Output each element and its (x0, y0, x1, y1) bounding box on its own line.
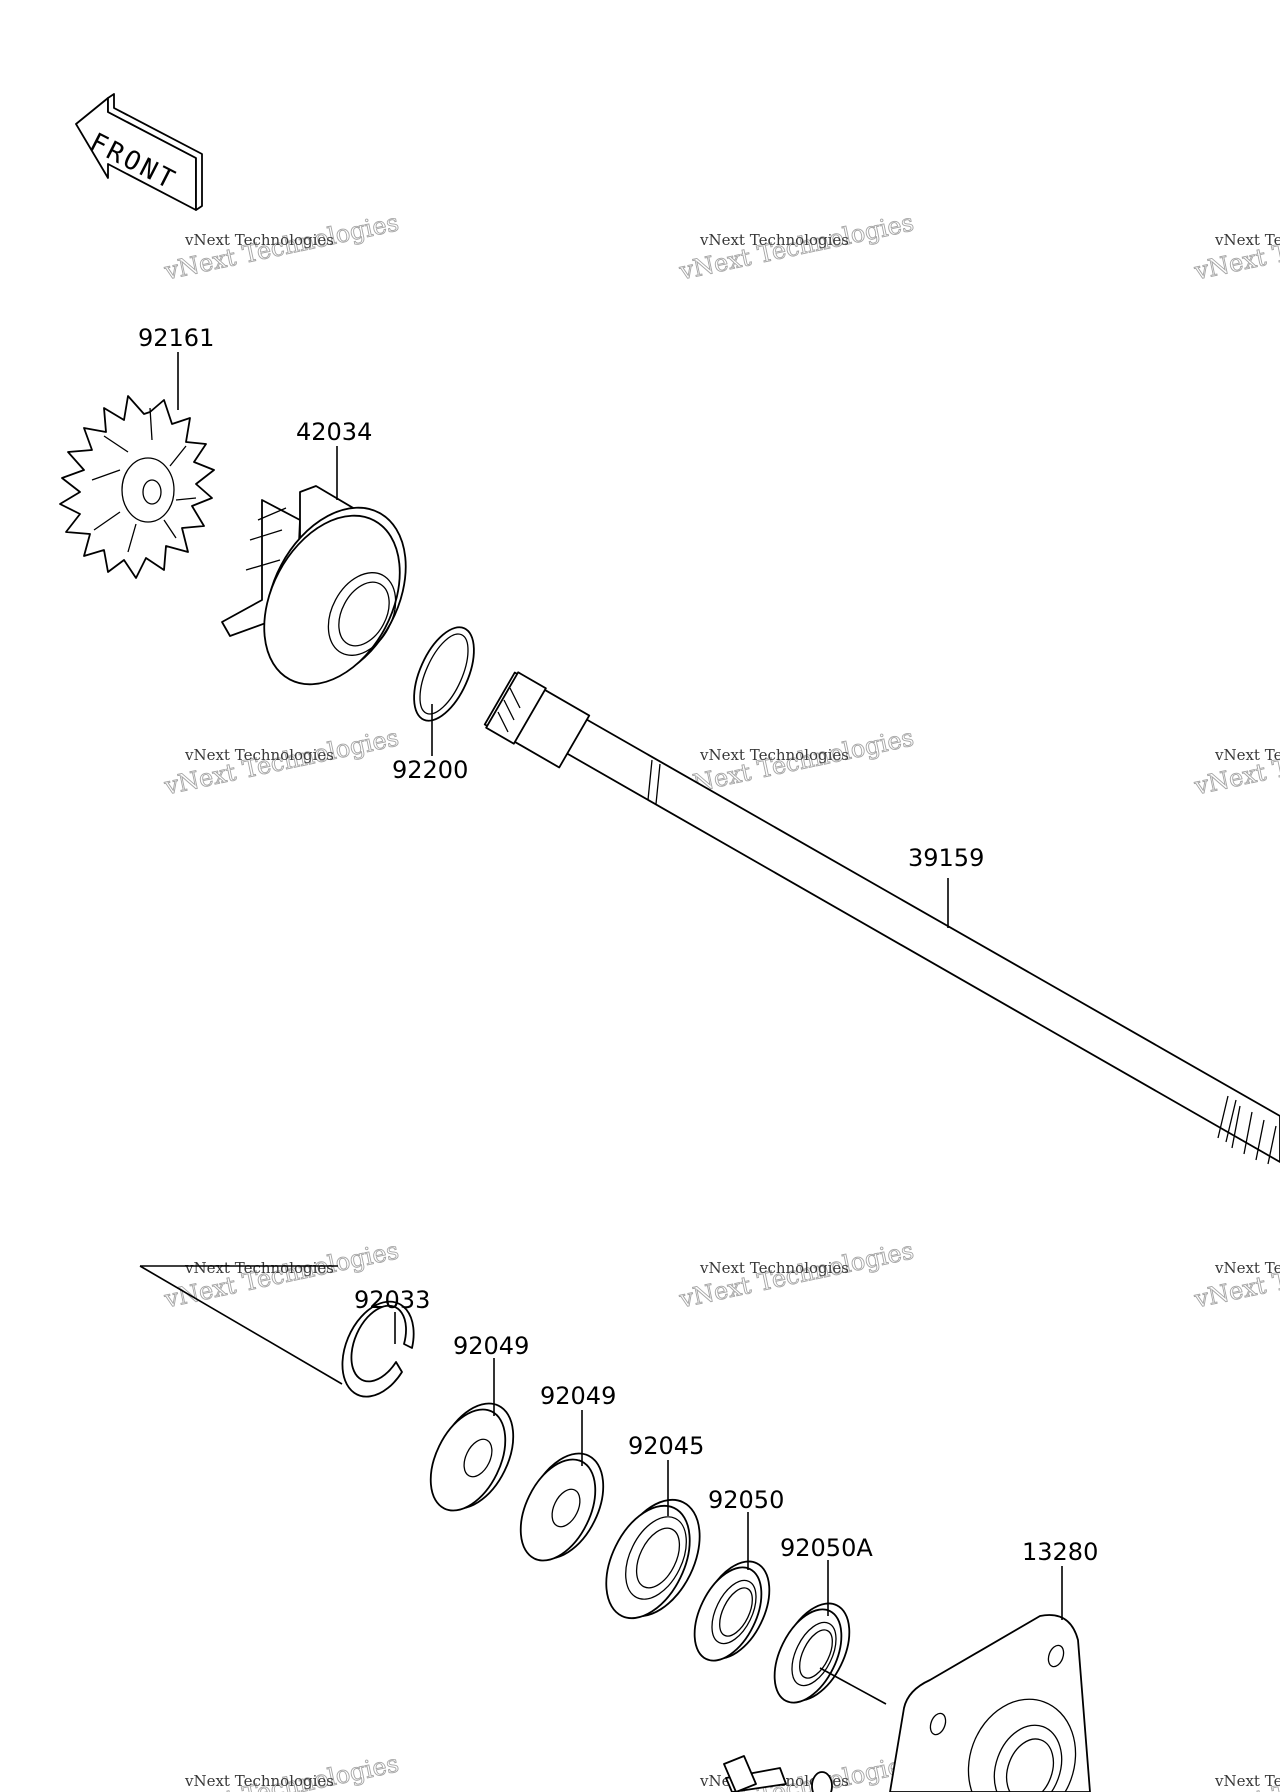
svg-text:vNext Technologies: vNext Technologies (184, 1772, 334, 1790)
svg-text:vNext Technologies: vNext Technologies (699, 231, 849, 249)
label-92033: 92033 (354, 1286, 430, 1314)
part-92049-washer-b (519, 1452, 605, 1562)
watermark: vNext Technologies vNext Technologies (676, 723, 917, 801)
watermark: vNext Technologies vNext Technologies (676, 208, 917, 286)
label-92161: 92161 (138, 324, 214, 352)
part-39159-shaft (483, 671, 1280, 1165)
watermark: vNext Technologies vNext Technologies (161, 723, 402, 801)
part-92200-ring (413, 626, 475, 722)
part-92049-washer-a (429, 1402, 515, 1512)
part-92033-circlip (341, 1300, 415, 1398)
svg-text:vNext Technologies: vNext Technologies (1214, 746, 1280, 764)
part-42034-housing (221, 485, 407, 686)
front-arrow-icon: FRONT (75, 93, 203, 211)
svg-text:vNext Technologies: vNext Technologies (1214, 1259, 1280, 1277)
part-92050-seal (693, 1560, 771, 1662)
label-39159: 39159 (908, 844, 984, 872)
watermark: vNext Technologies vNext Technologies (1191, 723, 1280, 801)
watermark: vNext Technologies vNext Technologies (1191, 208, 1280, 286)
label-92200: 92200 (392, 756, 468, 784)
svg-text:vNext Technologies: vNext Technologies (184, 231, 334, 249)
watermark: vNext Technologies vNext Technologies (676, 1236, 917, 1314)
watermark: vNext Technologies vNext Technologies (161, 208, 402, 286)
label-42034: 42034 (296, 418, 372, 446)
svg-text:vNext Technologies: vNext Technologies (1214, 1772, 1280, 1790)
svg-text:vNext Technologies: vNext Technologies (1214, 231, 1280, 249)
part-bolt (723, 1755, 833, 1792)
watermark: vNext Technologies vNext Technologies (1191, 1236, 1280, 1314)
watermark: vNext Technologies vNext Technologies (676, 1749, 917, 1792)
svg-text:vNext Technologies: vNext Technologies (184, 746, 334, 764)
label-92049-a: 92049 (453, 1332, 529, 1360)
part-92050A-seal (773, 1602, 851, 1704)
label-92045: 92045 (628, 1432, 704, 1460)
label-92049-b: 92049 (540, 1382, 616, 1410)
label-92050A: 92050A (780, 1534, 873, 1562)
svg-text:vNext Technologies: vNext Technologies (699, 746, 849, 764)
part-92161-impeller (59, 395, 215, 579)
svg-text:vNext Technologies: vNext Technologies (699, 1259, 849, 1277)
watermark: vNext Technologies vNext Technologies (1191, 1749, 1280, 1792)
part-13280-housing (889, 1614, 1091, 1792)
watermark: vNext Technologies vNext Technologies (161, 1749, 402, 1792)
label-13280: 13280 (1022, 1538, 1098, 1566)
svg-text:vNext Technologies: vNext Technologies (184, 1259, 334, 1277)
label-92050: 92050 (708, 1486, 784, 1514)
part-92045-bearing (605, 1498, 701, 1620)
